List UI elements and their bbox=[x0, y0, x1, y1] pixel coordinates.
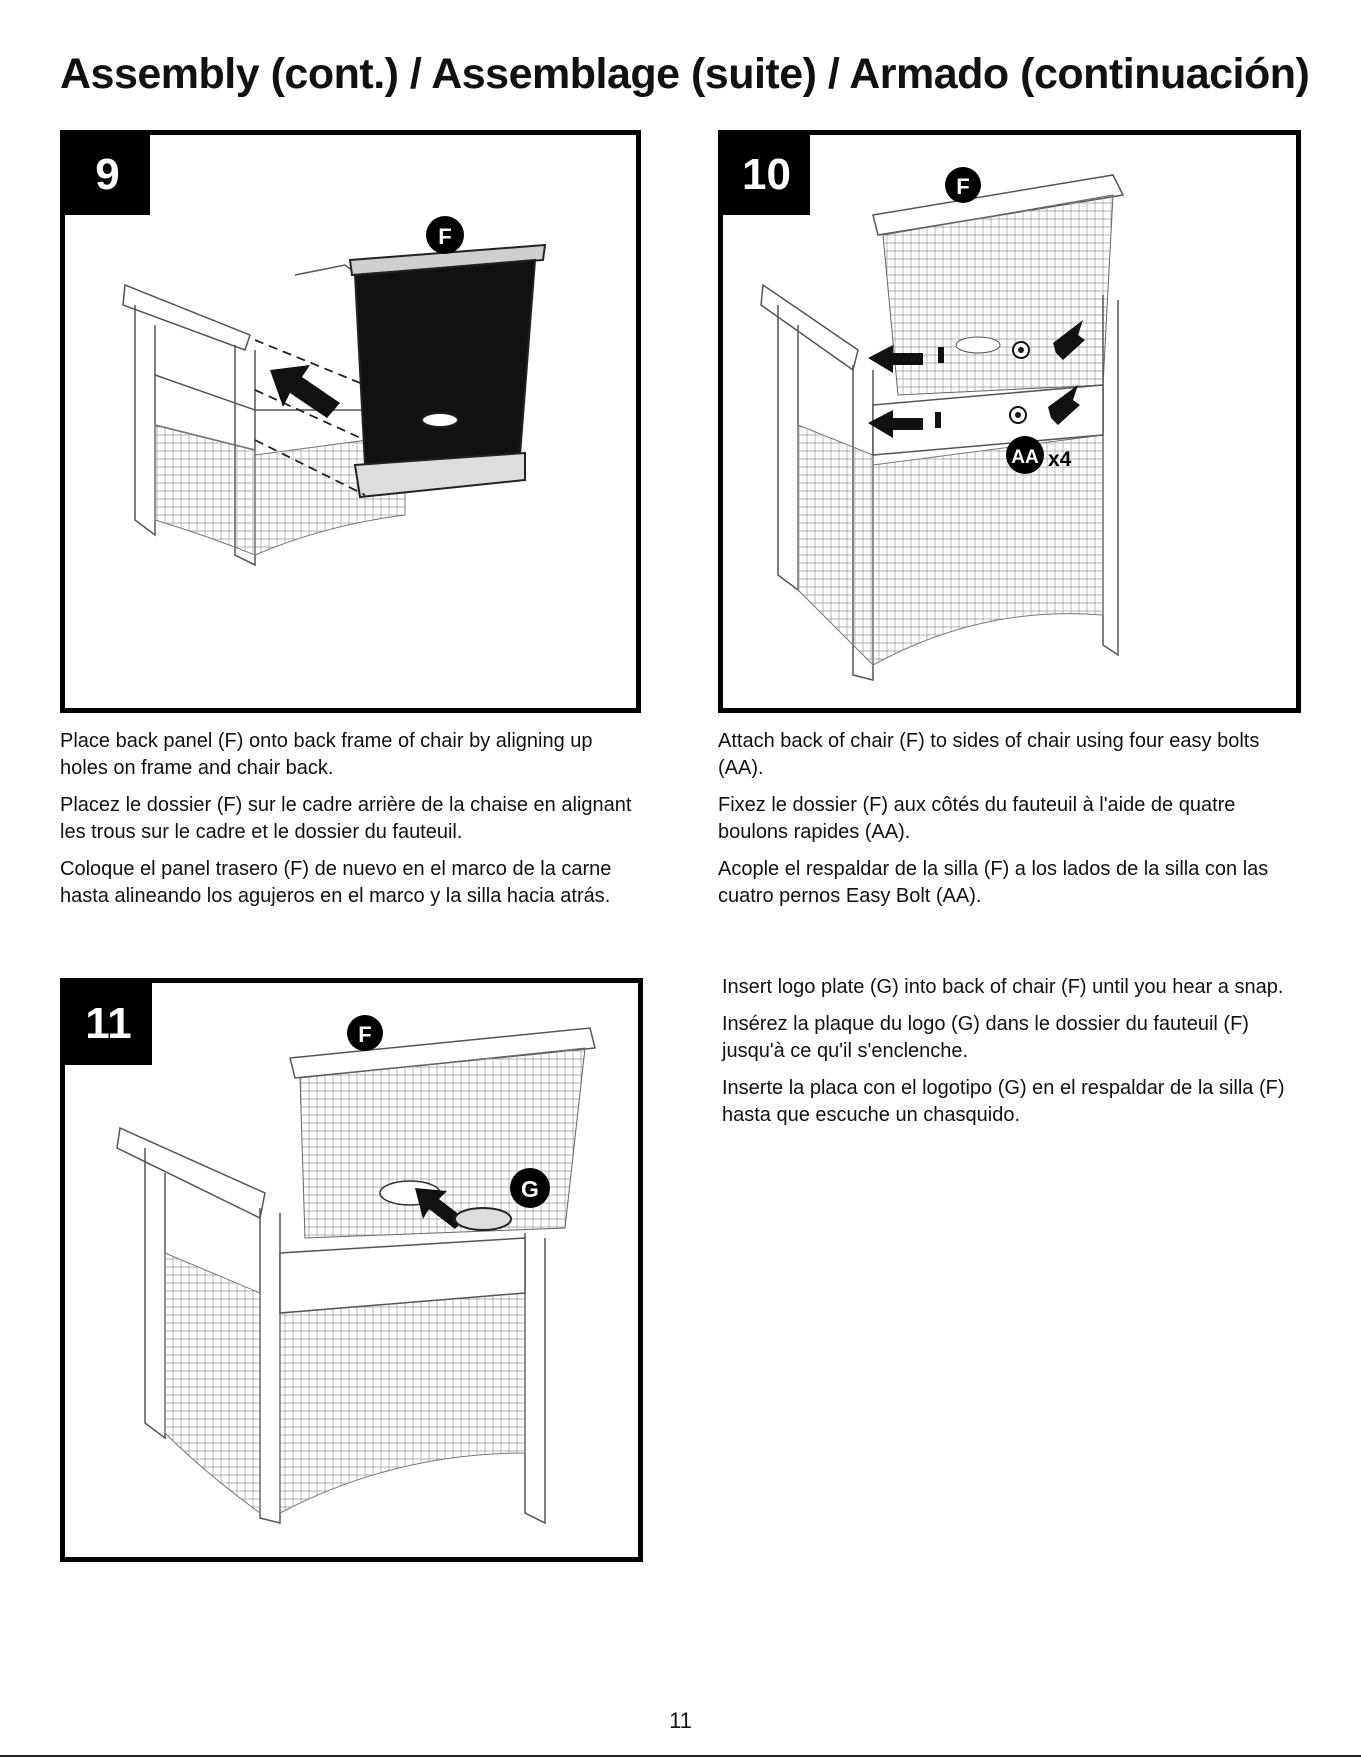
chair-logo-plate-drawing: F G bbox=[116, 1015, 596, 1525]
page-number: 11 bbox=[669, 1708, 692, 1733]
part-f-label: F bbox=[956, 174, 969, 199]
step-10-text-en: Attach back of chair (F) to sides of cha… bbox=[718, 730, 1260, 779]
part-g-callout: G bbox=[510, 1168, 550, 1208]
part-f-callout: F bbox=[347, 1015, 383, 1051]
step-9-text-en: Place back panel (F) onto back frame of … bbox=[60, 730, 593, 779]
chair-back-panel-drawing: F bbox=[122, 216, 547, 567]
step-10-instructions: Attach back of chair (F) to sides of cha… bbox=[718, 728, 1308, 920]
bottom-rule bbox=[0, 1755, 1361, 1757]
step-10-badge: 10 bbox=[723, 135, 810, 215]
quantity-label: x4 bbox=[1048, 448, 1072, 471]
arrow-icon bbox=[415, 1188, 465, 1229]
step-10-text-es: Acople el respaldar de la silla (F) a lo… bbox=[718, 858, 1269, 907]
step-11-instructions: Insert logo plate (G) into back of chair… bbox=[722, 974, 1312, 1139]
step-11-text-fr: Insérez la plaque du logo (G) dans le do… bbox=[722, 1013, 1249, 1062]
part-f-label: F bbox=[358, 1022, 371, 1047]
step-9-text-es: Coloque el panel trasero (F) de nuevo en… bbox=[60, 858, 612, 907]
step-9-badge: 9 bbox=[65, 135, 150, 215]
part-g-label: G bbox=[521, 1176, 539, 1202]
step-9-instructions: Place back panel (F) onto back frame of … bbox=[60, 728, 640, 920]
part-f-callout: F bbox=[426, 216, 464, 254]
back-panel-f bbox=[348, 243, 547, 499]
part-aa-callout: AA x4 bbox=[1006, 436, 1072, 474]
arrow-icon bbox=[270, 365, 340, 418]
part-f-callout: F bbox=[945, 167, 981, 203]
step-11-illustration: 11 F G bbox=[60, 978, 643, 1562]
step-11-badge: 11 bbox=[65, 983, 152, 1065]
step-10-illustration: 10 bbox=[718, 130, 1301, 713]
step-9-text-fr: Placez le dossier (F) sur le cadre arriè… bbox=[60, 794, 632, 843]
step-11-text-en: Insert logo plate (G) into back of chair… bbox=[722, 976, 1284, 998]
bolt-arrows bbox=[868, 320, 1085, 438]
step-9-illustration: 9 bbox=[60, 130, 641, 713]
page-title: Assembly (cont.) / Assemblage (suite) / … bbox=[60, 50, 1310, 98]
chair-bolting-drawing: F AA x4 bbox=[760, 167, 1125, 681]
step-11-text-es: Inserte la placa con el logotipo (G) en … bbox=[722, 1077, 1285, 1126]
part-aa-label: AA bbox=[1011, 447, 1039, 468]
part-f-label: F bbox=[438, 224, 451, 249]
step-10-text-fr: Fixez le dossier (F) aux côtés du fauteu… bbox=[718, 794, 1236, 843]
